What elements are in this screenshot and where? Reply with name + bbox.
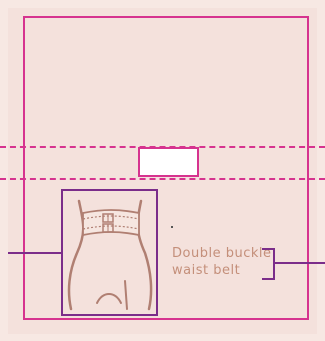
waistband-label-box [138, 147, 199, 177]
callout-line-2: waist belt [172, 262, 272, 279]
callout-label: Double buckle waist belt [172, 245, 272, 279]
dashed-guide-bottom [0, 178, 325, 180]
callout-line-1: Double buckle [172, 245, 272, 262]
callout-bracket [262, 248, 275, 280]
marker-dot [171, 226, 173, 228]
right-leader-line [275, 262, 325, 264]
waist-belt-torso-illustration-icon [63, 191, 156, 314]
illustration-box [61, 189, 158, 316]
left-leader-line [8, 252, 61, 254]
